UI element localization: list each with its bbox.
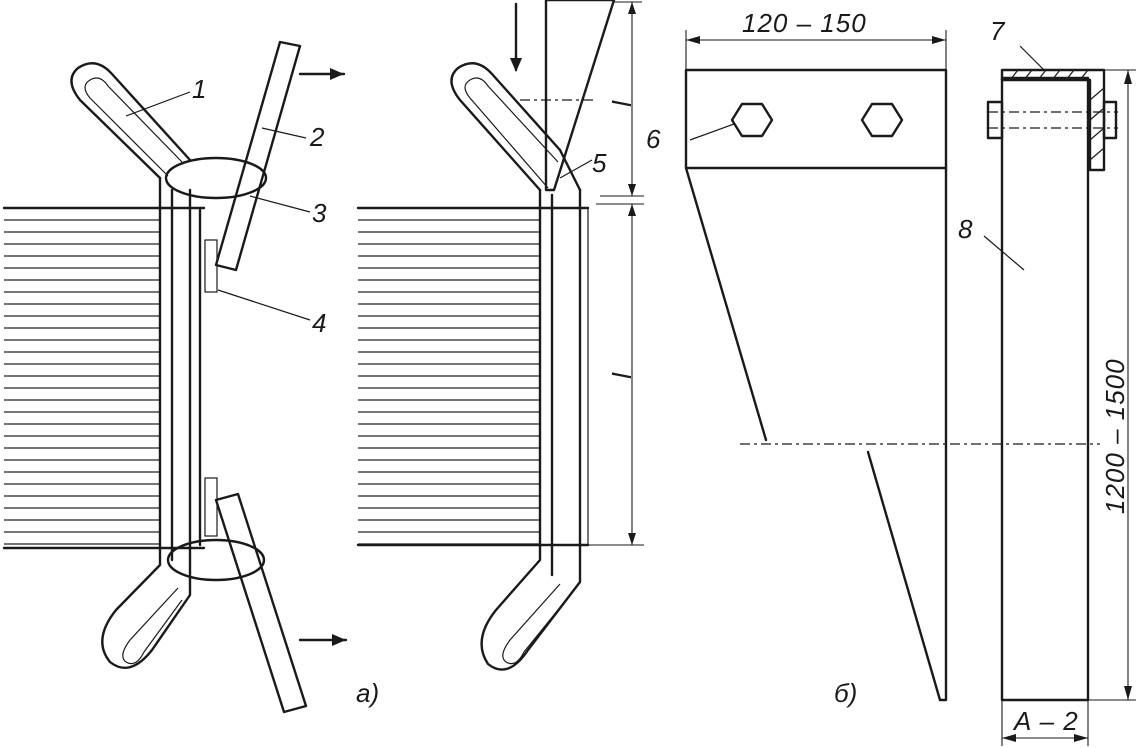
hatched-block-middle	[356, 206, 590, 547]
dim-l-long	[588, 203, 644, 546]
ring-bottom	[166, 538, 266, 582]
plate-4-bottom	[204, 477, 218, 537]
dim-l-short	[600, 1, 644, 197]
bolt-6-left	[730, 102, 774, 138]
hatched-block-left	[2, 206, 206, 550]
dim-length	[1088, 69, 1136, 701]
label-6: 6	[646, 124, 661, 154]
label-8: 8	[958, 214, 973, 244]
bolt-side	[986, 100, 1118, 140]
lever-2	[214, 40, 302, 272]
caption-b: б)	[834, 678, 857, 708]
label-1: 1	[192, 74, 206, 104]
dim-text-thickness: A – 2	[1012, 706, 1079, 736]
label-5: 5	[592, 148, 607, 178]
dim-text-l-long: l	[606, 372, 636, 379]
dim-text-length: 1200 – 1500	[1100, 358, 1130, 514]
bolt-right	[860, 102, 904, 138]
dim-width	[685, 30, 947, 70]
dim-text-width: 120 – 150	[742, 8, 867, 38]
plate-4-top	[204, 239, 218, 293]
cutter-5	[520, 0, 616, 192]
knife-side	[986, 68, 1118, 702]
ring-3-top	[164, 156, 268, 200]
dim-thickness	[1001, 700, 1089, 746]
view-a-middle: 5 l l	[356, 0, 644, 671]
caption-a: a)	[356, 678, 379, 708]
label-4: 4	[312, 308, 326, 338]
view-a: 1 2 3 4 a)	[2, 40, 379, 714]
arrow-right-bottom	[298, 634, 348, 646]
label-7: 7	[990, 16, 1006, 46]
arrow-down	[510, 2, 522, 72]
dim-text-l-short: l	[606, 100, 636, 107]
arrow-right-top	[298, 68, 346, 80]
knife-front	[684, 68, 1100, 702]
rod-frame-left	[70, 62, 202, 670]
rod-frame-middle	[450, 62, 582, 671]
lever-bottom	[214, 492, 308, 714]
view-b: 120 – 150 6 7 8 1200 – 1500 A – 2 б)	[646, 8, 1136, 746]
label-2: 2	[309, 122, 325, 152]
label-3: 3	[312, 198, 327, 228]
